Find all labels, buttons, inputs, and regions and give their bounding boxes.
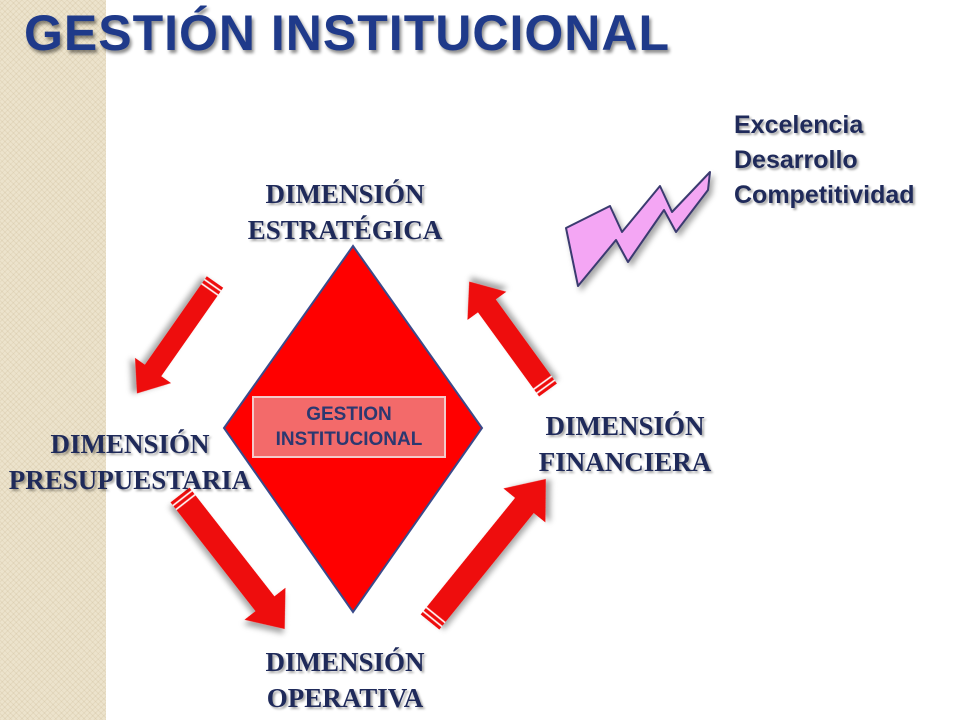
arrow-presupuestaria-to-operativa	[170, 487, 286, 629]
goal-item: Desarrollo	[734, 146, 858, 174]
center-label-line: INSTITUCIONAL	[275, 429, 423, 450]
lightning-bolt-icon	[565, 171, 711, 287]
arrow-tail	[198, 276, 224, 300]
label-line: DIMENSIÓN	[50, 429, 210, 459]
arrow-estrategica-to-presupuestaria	[135, 276, 224, 394]
arrow-head	[244, 587, 286, 629]
arrow-tail	[420, 603, 449, 630]
red-arrow-icon	[429, 496, 535, 619]
red-arrow-icon	[476, 297, 549, 386]
decorative-side-strip	[0, 0, 106, 720]
arrow-head	[467, 281, 507, 320]
arrow-head	[503, 479, 546, 523]
goals-list: Excelencia Desarrollo Competitividad	[734, 108, 915, 213]
label-line: DIMENSIÓN	[265, 647, 425, 677]
arrow-tail	[530, 372, 557, 397]
red-arrow-icon	[143, 287, 216, 378]
arrow-operativa-to-financiera	[420, 479, 546, 630]
label-line: ESTRATÉGICA	[247, 215, 443, 245]
arrow-tail	[170, 487, 199, 514]
center-label-box: GESTION INSTITUCIONAL	[252, 396, 446, 458]
label-line: DIMENSIÓN	[265, 179, 425, 209]
label-line: DIMENSIÓN	[545, 411, 705, 441]
label-dimension-financiera: DIMENSIÓN FINANCIERA	[510, 408, 740, 480]
label-line: PRESUPUESTARIA	[8, 465, 252, 495]
goal-item: Excelencia	[734, 111, 864, 139]
arrow-head	[135, 357, 172, 394]
label-line: FINANCIERA	[538, 447, 712, 477]
center-label-line: GESTION	[306, 404, 392, 425]
arrow-financiera-to-estrategica	[467, 281, 557, 397]
goal-item: Competitividad	[734, 181, 915, 209]
label-dimension-presupuestaria: DIMENSIÓN PRESUPUESTARIA	[0, 426, 260, 498]
label-line: OPERATIVA	[266, 683, 424, 713]
label-dimension-estrategica: DIMENSIÓN ESTRATÉGICA	[210, 176, 480, 248]
label-dimension-operativa: DIMENSIÓN OPERATIVA	[225, 644, 465, 716]
red-arrow-icon	[179, 498, 276, 613]
page-title: GESTIÓN INSTITUCIONAL	[24, 5, 670, 61]
